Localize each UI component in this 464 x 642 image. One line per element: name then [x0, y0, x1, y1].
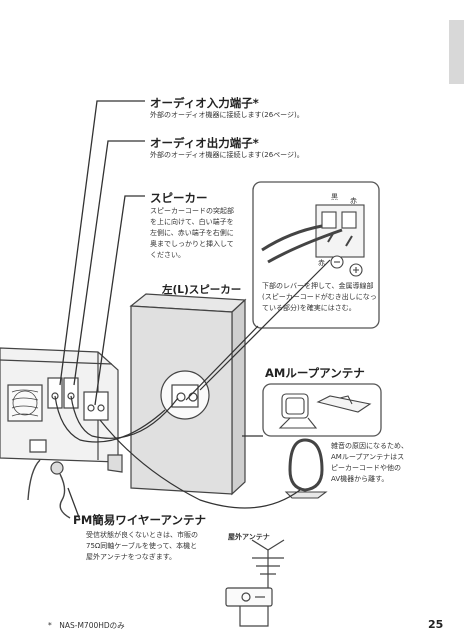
label-red-lower: 赤: [318, 259, 325, 267]
am-callout-box: [262, 383, 382, 437]
speaker-desc-line: ください。: [150, 251, 185, 259]
speaker-desc-line: 左側に、赤い端子を右側に: [150, 229, 234, 237]
lever-desc-line: 下部のレバーを押して、金属導線部: [262, 282, 374, 290]
audio-output-desc: 外部のオーディオ機器に接続します(26ページ)。: [150, 151, 304, 159]
speaker-desc-line: スピーカーコードの突起部: [150, 207, 234, 215]
am-antenna-title: AMループアンテナ: [265, 366, 365, 380]
lever-callout-desc: 下部のレバーを押して、金属導線部 (スピーカーコードがむき出しになっ ている部分…: [262, 281, 380, 314]
cables: [54, 259, 331, 509]
lever-desc-line: ている部分)を確実にはさむ。: [262, 304, 356, 312]
main-unit-illustration: [0, 347, 123, 473]
lever-detail-illustration: [261, 204, 365, 277]
speaker-desc-line: を上に向けて、白い端子を: [150, 218, 234, 226]
am-desc-line: 雑音の原因になるため、: [331, 442, 408, 450]
am-loop-antenna-illustration: [278, 393, 372, 499]
audio-input-desc: 外部のオーディオ機器に接続します(26ページ)。: [150, 111, 304, 119]
fm-desc-line: 屋外アンテナをつなぎます。: [86, 553, 177, 561]
section-tab: [449, 20, 464, 84]
am-antenna-desc: 雑音の原因になるため、 AMループアンテナはス ピーカーコードや他の AV機器か…: [331, 441, 431, 485]
leader-lines: [59, 100, 263, 521]
speaker-desc-line: 奥までしっかりと挿入して: [150, 240, 234, 248]
label-black: 黒: [331, 193, 338, 201]
outdoor-antenna-illustration: [225, 539, 285, 627]
fm-antenna-desc: 受信状態が良くないときは、市販の 75Ω同軸ケーブルを使って、本機と 屋外アンテ…: [86, 530, 226, 563]
outdoor-antenna-label: 屋外アンテナ: [228, 533, 270, 541]
page-number: 25: [428, 618, 444, 631]
fm-wire-antenna-illustration: [27, 459, 71, 519]
am-desc-line: AMループアンテナはス: [331, 453, 405, 461]
footnote: * NAS-M700HDのみ: [48, 621, 125, 630]
fm-desc-line: 受信状態が良くないときは、市販の: [86, 531, 198, 539]
label-red: 赤: [350, 197, 357, 205]
am-desc-line: ピーカーコードや他の: [331, 464, 401, 472]
audio-input-title: オーディオ入力端子*: [150, 96, 259, 110]
left-speaker-illustration: [129, 293, 247, 496]
fm-antenna-title: FM簡易ワイヤーアンテナ: [73, 513, 207, 527]
am-desc-line: AV機器から離す。: [331, 475, 389, 483]
speaker-desc: スピーカーコードの突起部 を上に向けて、白い端子を 左側に、赤い端子を右側に 奥…: [150, 206, 250, 261]
audio-output-title: オーディオ出力端子*: [150, 136, 259, 150]
fm-desc-line: 75Ω同軸ケーブルを使って、本機と: [86, 542, 198, 550]
speaker-title: スピーカー: [150, 191, 208, 205]
left-speaker-title: 左(L)スピーカー: [162, 284, 242, 296]
lever-desc-line: (スピーカーコードがむき出しになっ: [262, 293, 377, 301]
